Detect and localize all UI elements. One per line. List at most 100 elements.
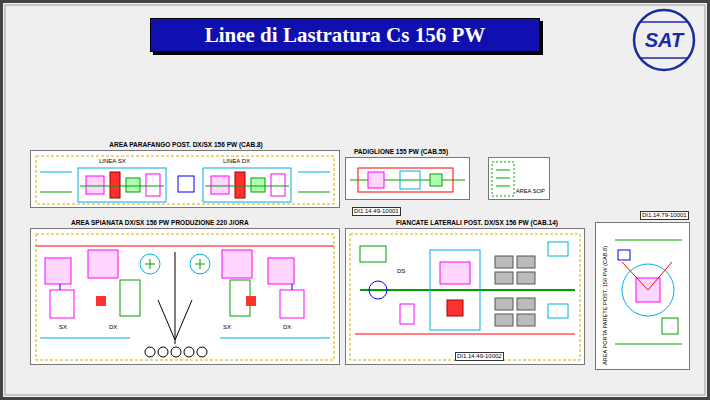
spianata-layout — [120, 280, 140, 316]
logo-mark — [640, 57, 688, 59]
spianata-layout — [246, 296, 256, 306]
padiglione-layout — [400, 171, 420, 189]
logo-text: SAT — [634, 28, 694, 52]
fiancate-layout — [517, 298, 535, 310]
station-label: LINEA SX — [98, 158, 127, 165]
page-frame — [5, 5, 705, 395]
logo-mark — [634, 10, 694, 70]
fiancate-layout — [495, 256, 513, 268]
station-label: LINEA DX — [222, 158, 251, 165]
porta-layout — [648, 262, 672, 290]
drawing-code: DI1.14.49-10002 — [455, 352, 504, 361]
parafango-layout — [36, 156, 334, 204]
parafango-layout — [80, 186, 164, 187]
fiancate-layout — [369, 281, 387, 299]
parafango-layout — [36, 156, 334, 204]
diagram-title: Linee di Lastratura Cs 156 PW — [205, 23, 486, 48]
plant-area-panel: AREA SOP — [488, 157, 550, 200]
parafango-layout — [126, 178, 140, 192]
fiancate-layout — [517, 314, 535, 326]
fiancate-layout — [355, 334, 575, 335]
spianata-layout — [140, 254, 160, 274]
plant-area-panel: FIANCATE LATERALI POST. DX/SX 156 PW (CA… — [345, 228, 585, 365]
plant-area-panel: AREA PARAFANGO POST. DX/SX 156 PW (CAB.8… — [30, 150, 340, 208]
area-heading: AREA PORTA PARETE POST. 156 PW (CAB.8) — [602, 246, 609, 365]
sop-layout — [496, 170, 510, 171]
padiglione-layout — [350, 180, 465, 181]
spianata-layout — [36, 246, 334, 247]
panel-ground — [488, 157, 550, 200]
porta-layout — [618, 250, 630, 260]
spianata-layout — [190, 254, 210, 274]
parafango-layout — [271, 174, 285, 196]
spianata-layout — [88, 250, 118, 278]
porta-layout — [662, 318, 678, 334]
spianata-layout — [60, 284, 61, 290]
plant-area-panel: PADIGLIONE 155 PW (CAB.55) — [345, 157, 470, 200]
padiglione-layout — [358, 168, 453, 192]
plant-area-panel: AREA SPIANATA DX/SX 156 PW PRODUZIONE 22… — [30, 228, 340, 365]
fiancate-layout — [495, 298, 513, 310]
title-banner: Linee di Lastratura Cs 156 PW — [150, 18, 540, 52]
panel-ground — [30, 228, 340, 365]
panel-ground — [30, 150, 340, 208]
fiancate-layout — [400, 304, 414, 324]
porta-layout — [615, 240, 682, 344]
panel-ground — [30, 150, 690, 370]
fiancate-layout — [495, 314, 513, 326]
area-heading: AREA SOP — [515, 188, 546, 195]
spianata-layout — [145, 347, 155, 357]
station-label: SX — [222, 324, 232, 331]
fiancate-layout — [360, 289, 575, 291]
sop-layout — [492, 162, 514, 196]
fiancate-layout — [447, 300, 463, 316]
parafango-layout — [251, 178, 265, 192]
padiglione-layout — [350, 168, 465, 192]
parafango-layout — [235, 172, 245, 198]
parafango-layout — [298, 172, 330, 173]
parafango-layout — [211, 176, 229, 194]
plant-area-panel: AREA PORTA PARETE POST. 156 PW (CAB.8) — [595, 222, 690, 370]
spianata-layout — [222, 250, 252, 278]
parafango-layout — [203, 168, 291, 202]
drawing-code: DI1.14.49-10001 — [352, 207, 401, 216]
parafango-layout — [178, 176, 194, 192]
area-heading: AREA SPIANATA DX/SX 156 PW PRODUZIONE 22… — [71, 219, 249, 227]
spianata-layout — [50, 290, 74, 318]
padiglione-layout — [368, 172, 384, 188]
spianata-layout — [175, 252, 176, 344]
spianata-layout — [268, 258, 294, 284]
parafango-layout — [146, 174, 160, 196]
logo-mark — [640, 21, 688, 23]
spianata-layout — [197, 347, 207, 357]
spianata-layout — [40, 338, 130, 339]
panel-ground — [595, 222, 690, 370]
spianata-layout — [292, 284, 293, 290]
parafango-layout — [40, 172, 72, 173]
spianata-layout — [36, 234, 334, 360]
company-logo: SAT — [634, 28, 694, 52]
station-label: DS — [396, 268, 406, 275]
fiancate-layout — [517, 272, 535, 284]
parafango-layout — [78, 168, 166, 202]
station-label: SX — [58, 324, 68, 331]
drawing-code: DI1.14.79-10001 — [640, 211, 689, 220]
area-heading: FIANCATE LATERALI POST. DX/SX 156 PW (CA… — [396, 219, 558, 227]
fiancate-layout — [430, 250, 480, 330]
porta-layout — [622, 262, 648, 290]
fiancate-layout — [548, 242, 568, 256]
panel-ground — [345, 228, 585, 365]
spianata-layout — [158, 347, 168, 357]
spianata-layout — [96, 296, 106, 306]
parafango-layout — [86, 176, 104, 194]
fiancate-layout — [350, 234, 580, 360]
spianata-layout — [150, 259, 151, 269]
fiancate-layout — [360, 246, 386, 262]
sop-layout — [496, 178, 510, 179]
fiancate-layout — [517, 256, 535, 268]
station-label: DX — [108, 324, 118, 331]
panel-ground — [345, 157, 470, 200]
fiancate-layout — [495, 272, 513, 284]
